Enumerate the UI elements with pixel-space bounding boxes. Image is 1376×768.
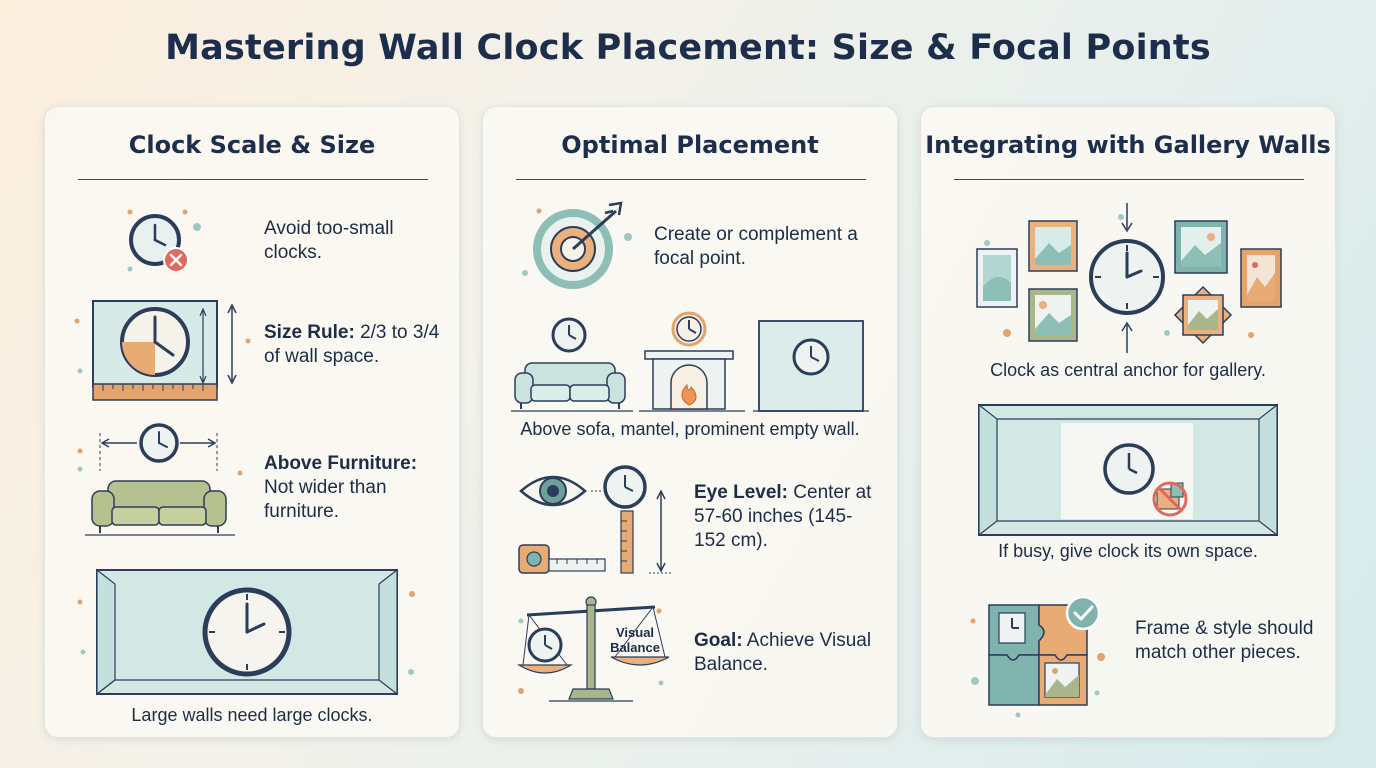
panel-gallery-walls: Integrating with Gallery Walls (920, 106, 1336, 738)
item-text: Frame & style should match other pieces. (1135, 618, 1314, 663)
panel-clock-scale: Clock Scale & Size Avoid too-small clock… (44, 106, 460, 738)
divider (78, 179, 428, 180)
balance-scale-icon (516, 596, 670, 702)
item-bold: Size Rule: (264, 322, 355, 343)
item-caption: Clock as central anchor for gallery. (990, 360, 1266, 380)
item-text-eye-level: Eye Level: Center at 57-60 inches (145-1… (694, 481, 884, 553)
item-text: Avoid too-small clocks. (264, 218, 394, 263)
eye-level-measure-icon (518, 465, 673, 574)
item-text-size-rule: Size Rule: 2/3 to 3/4 of wall space. (264, 321, 444, 369)
panel-title: Clock Scale & Size (128, 131, 376, 159)
balance-label: Visual Balance (610, 625, 660, 655)
wall-ratio-ruler-icon (74, 300, 251, 401)
large-wall-clock-icon (77, 568, 415, 696)
gallery-wall-icon (976, 203, 1282, 353)
panel-optimal-placement: Optimal Placement Create or complement a… (482, 106, 898, 738)
panel-title: Optimal Placement (561, 131, 819, 159)
divider (954, 179, 1304, 180)
item-bold: Above Furniture: (264, 453, 418, 474)
item-text: Create or complement a focal point. (654, 224, 858, 269)
item-text: Not wider than furniture. (264, 477, 387, 522)
item-bold: Goal: (694, 630, 743, 651)
item-text: Achieve Visual Balance. (694, 630, 872, 675)
item-text: 2/3 to 3/4 of wall space. (264, 322, 440, 367)
item-text-above-furniture: Above Furniture: Not wider than furnitur… (264, 452, 444, 524)
puzzle-match-icon (970, 595, 1105, 718)
clock-above-sofa-icon (77, 423, 243, 536)
sofa-mantel-wall-icon (511, 311, 869, 412)
item-bold: Eye Level: (694, 482, 788, 503)
item-text: Center at 57-60 inches (145-152 cm). (694, 482, 872, 551)
target-arrow-icon (522, 201, 632, 289)
divider (516, 179, 866, 180)
item-text-goal: Goal: Achieve Visual Balance. (694, 629, 884, 677)
page-title: Mastering Wall Clock Placement: Size & F… (165, 28, 1211, 68)
item-caption: Above sofa, mantel, prominent empty wall… (520, 419, 860, 439)
item-caption: If busy, give clock its own space. (998, 541, 1258, 561)
panel-title: Integrating with Gallery Walls (925, 131, 1331, 159)
clock-own-space-icon (978, 403, 1278, 537)
small-clock-x-icon (127, 209, 201, 273)
item-caption: Large walls need large clocks. (131, 705, 373, 725)
